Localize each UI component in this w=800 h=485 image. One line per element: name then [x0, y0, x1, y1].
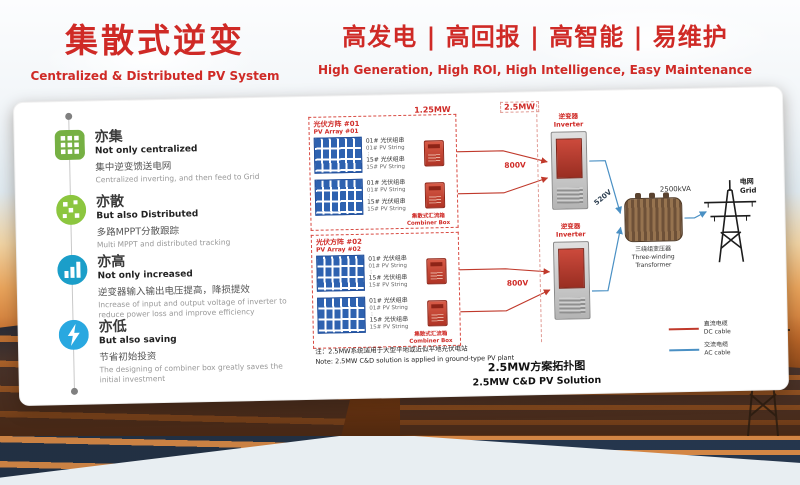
- combiner-box-icon: [423, 140, 445, 167]
- diagram-caption: 2.5MW方案拓扑图 2.5MW C&D PV Solution: [472, 359, 602, 389]
- header: 集散式逆变 Centralized & Distributed PV Syste…: [0, 14, 800, 83]
- ac-cable-lines: [589, 160, 707, 292]
- transformer-rating-label: 2500kVA: [659, 184, 691, 194]
- legend-item-dc: 直流电缆 DC cable: [668, 320, 731, 336]
- pv-panel-grid-icon: [317, 296, 366, 334]
- feature-item-distributed: 亦散 But also Distributed 多路MPPT分散跟踪 Multi…: [56, 190, 297, 251]
- pv-array-box-2: 光伏方阵 #02 PV Array #02 01# 光伏组串 01# PV St…: [310, 231, 462, 349]
- page-subtitle: Centralized & Distributed PV System: [30, 69, 280, 83]
- string-label-en: 15# PV String: [369, 323, 409, 331]
- inverter-label: 逆变器 Inverter: [555, 222, 586, 239]
- string-label-en: 15# PV String: [367, 205, 406, 213]
- timeline-dot: [65, 112, 73, 121]
- combiner-box-label: 集散式汇流箱 Combiner Box: [409, 331, 453, 345]
- dc-cable-swatch: [668, 327, 699, 330]
- feature-desc-en: Centralized inverting, and then feed to …: [95, 172, 260, 185]
- combiner-box-icon: [427, 300, 448, 327]
- bar-chart-icon: [57, 254, 88, 286]
- grid-label: 电网 Grid: [739, 177, 757, 195]
- feature-item-increased: 亦高 Not only increased 逆变器输入输出电压提高，降损提效 I…: [57, 250, 298, 321]
- tagline: 高发电 | 高回报 | 高智能 | 易维护: [342, 23, 728, 51]
- feature-desc-en: Multi MPPT and distributed tracking: [96, 237, 231, 250]
- string-label-en: 15# PV String: [366, 163, 406, 171]
- content-card: 亦集 Not only centralized 集中逆变馈送电网 Central…: [12, 85, 790, 407]
- page-title: 集散式逆变: [65, 21, 245, 60]
- pv-string-group: 01# 光伏组串 01# PV String ⋮ 15# 光伏组串 15# PV…: [316, 251, 455, 294]
- pv-string-group: 01# 光伏组串 01# PV String ⋮ 15# 光伏组串 15# PV…: [314, 175, 454, 218]
- lightning-icon: [58, 319, 89, 351]
- inverter-cabinet-icon: [550, 130, 589, 210]
- combiner-box-icon: [426, 258, 447, 285]
- timeline-dot: [70, 387, 79, 395]
- grid-icon: [54, 129, 85, 161]
- pv-string-group: 01# 光伏组串 01# PV String ⋮ 15# 光伏组串 15# PV…: [313, 133, 453, 176]
- feature-desc-cn: 逆变器输入输出电压提高，降损提效: [97, 284, 251, 299]
- ac-cable-swatch: [669, 348, 700, 351]
- legend-item-ac: 交流电缆 AC cable: [669, 341, 731, 357]
- dc-cable-lines: [443, 150, 551, 313]
- pv-string-labels: 01# 光伏组串 01# PV String ⋮ 15# 光伏组串 15# PV…: [367, 179, 422, 213]
- feature-desc-cn: 多路MPPT分散跟踪: [96, 225, 180, 239]
- total-power-label: 2.5MW: [500, 101, 540, 113]
- combiner-box-label: 集散式汇流箱 Combiner Box: [406, 213, 451, 227]
- pv-solution-diagram: 1.25MW 2.5MW 光伏方阵 #01 PV Array #01 01# 光…: [306, 97, 782, 395]
- combiner-box-icon: [424, 182, 446, 209]
- inverter-cabinet-2: 逆变器 Inverter: [549, 222, 595, 320]
- pv-array-box-1: 光伏方阵 #01 PV Array #01 01# 光伏组串 01# PV St…: [308, 113, 459, 231]
- cable-legend: 直流电缆 DC cable 交流电缆 AC cable: [668, 320, 732, 363]
- cloud: [40, 30, 260, 90]
- pv-panel-grid-icon: [313, 136, 363, 174]
- cloud: [520, 4, 780, 74]
- feature-item-centralized: 亦集 Not only centralized 集中逆变馈送电网 Central…: [54, 125, 295, 186]
- string-label-en: 15# PV String: [368, 281, 408, 289]
- pv-panel-grid-icon: [314, 178, 364, 216]
- pv-panel-grid-icon: [316, 254, 365, 292]
- header-right: 高发电 | 高回报 | 高智能 | 易维护 High Generation, H…: [310, 14, 760, 83]
- inverter-cabinet-icon: [552, 240, 591, 320]
- scatter-icon: [56, 194, 87, 226]
- pv-string-labels: 01# 光伏组串 01# PV String ⋮ 15# 光伏组串 15# PV…: [366, 137, 421, 171]
- transformer-icon: [624, 197, 683, 243]
- tagline-subtitle: High Generation, High ROI, High Intellig…: [317, 63, 753, 77]
- header-left: 集散式逆变 Centralized & Distributed PV Syste…: [0, 14, 310, 83]
- dc-voltage-label: 800V: [506, 278, 529, 288]
- feature-desc-cn: 集中逆变馈送电网: [95, 160, 172, 174]
- feature-desc-en: The designing of combiner box greatly sa…: [99, 361, 283, 385]
- pv-string-group: 01# 光伏组串 01# PV String ⋮ 15# 光伏组串 15# PV…: [317, 293, 456, 336]
- inverter-label: 逆变器 Inverter: [553, 112, 584, 129]
- feature-desc-cn: 节省初始投资: [99, 351, 157, 364]
- pv-string-labels: 01# 光伏组串 01# PV String ⋮ 15# 光伏组串 15# PV…: [368, 255, 423, 289]
- transformer-label: 三绕组变压器 Three-winding Transformer: [631, 245, 675, 269]
- grid-tower-icon: [704, 180, 757, 263]
- cable-wires: [443, 150, 707, 313]
- inverter-cabinet-1: 逆变器 Inverter: [546, 112, 592, 210]
- pv-string-labels: 01# 光伏组串 01# PV String ⋮ 15# 光伏组串 15# PV…: [369, 297, 424, 331]
- feature-item-saving: 亦低 But also saving 节省初始投资 The designing …: [58, 315, 299, 386]
- dc-voltage-label: 800V: [504, 160, 526, 170]
